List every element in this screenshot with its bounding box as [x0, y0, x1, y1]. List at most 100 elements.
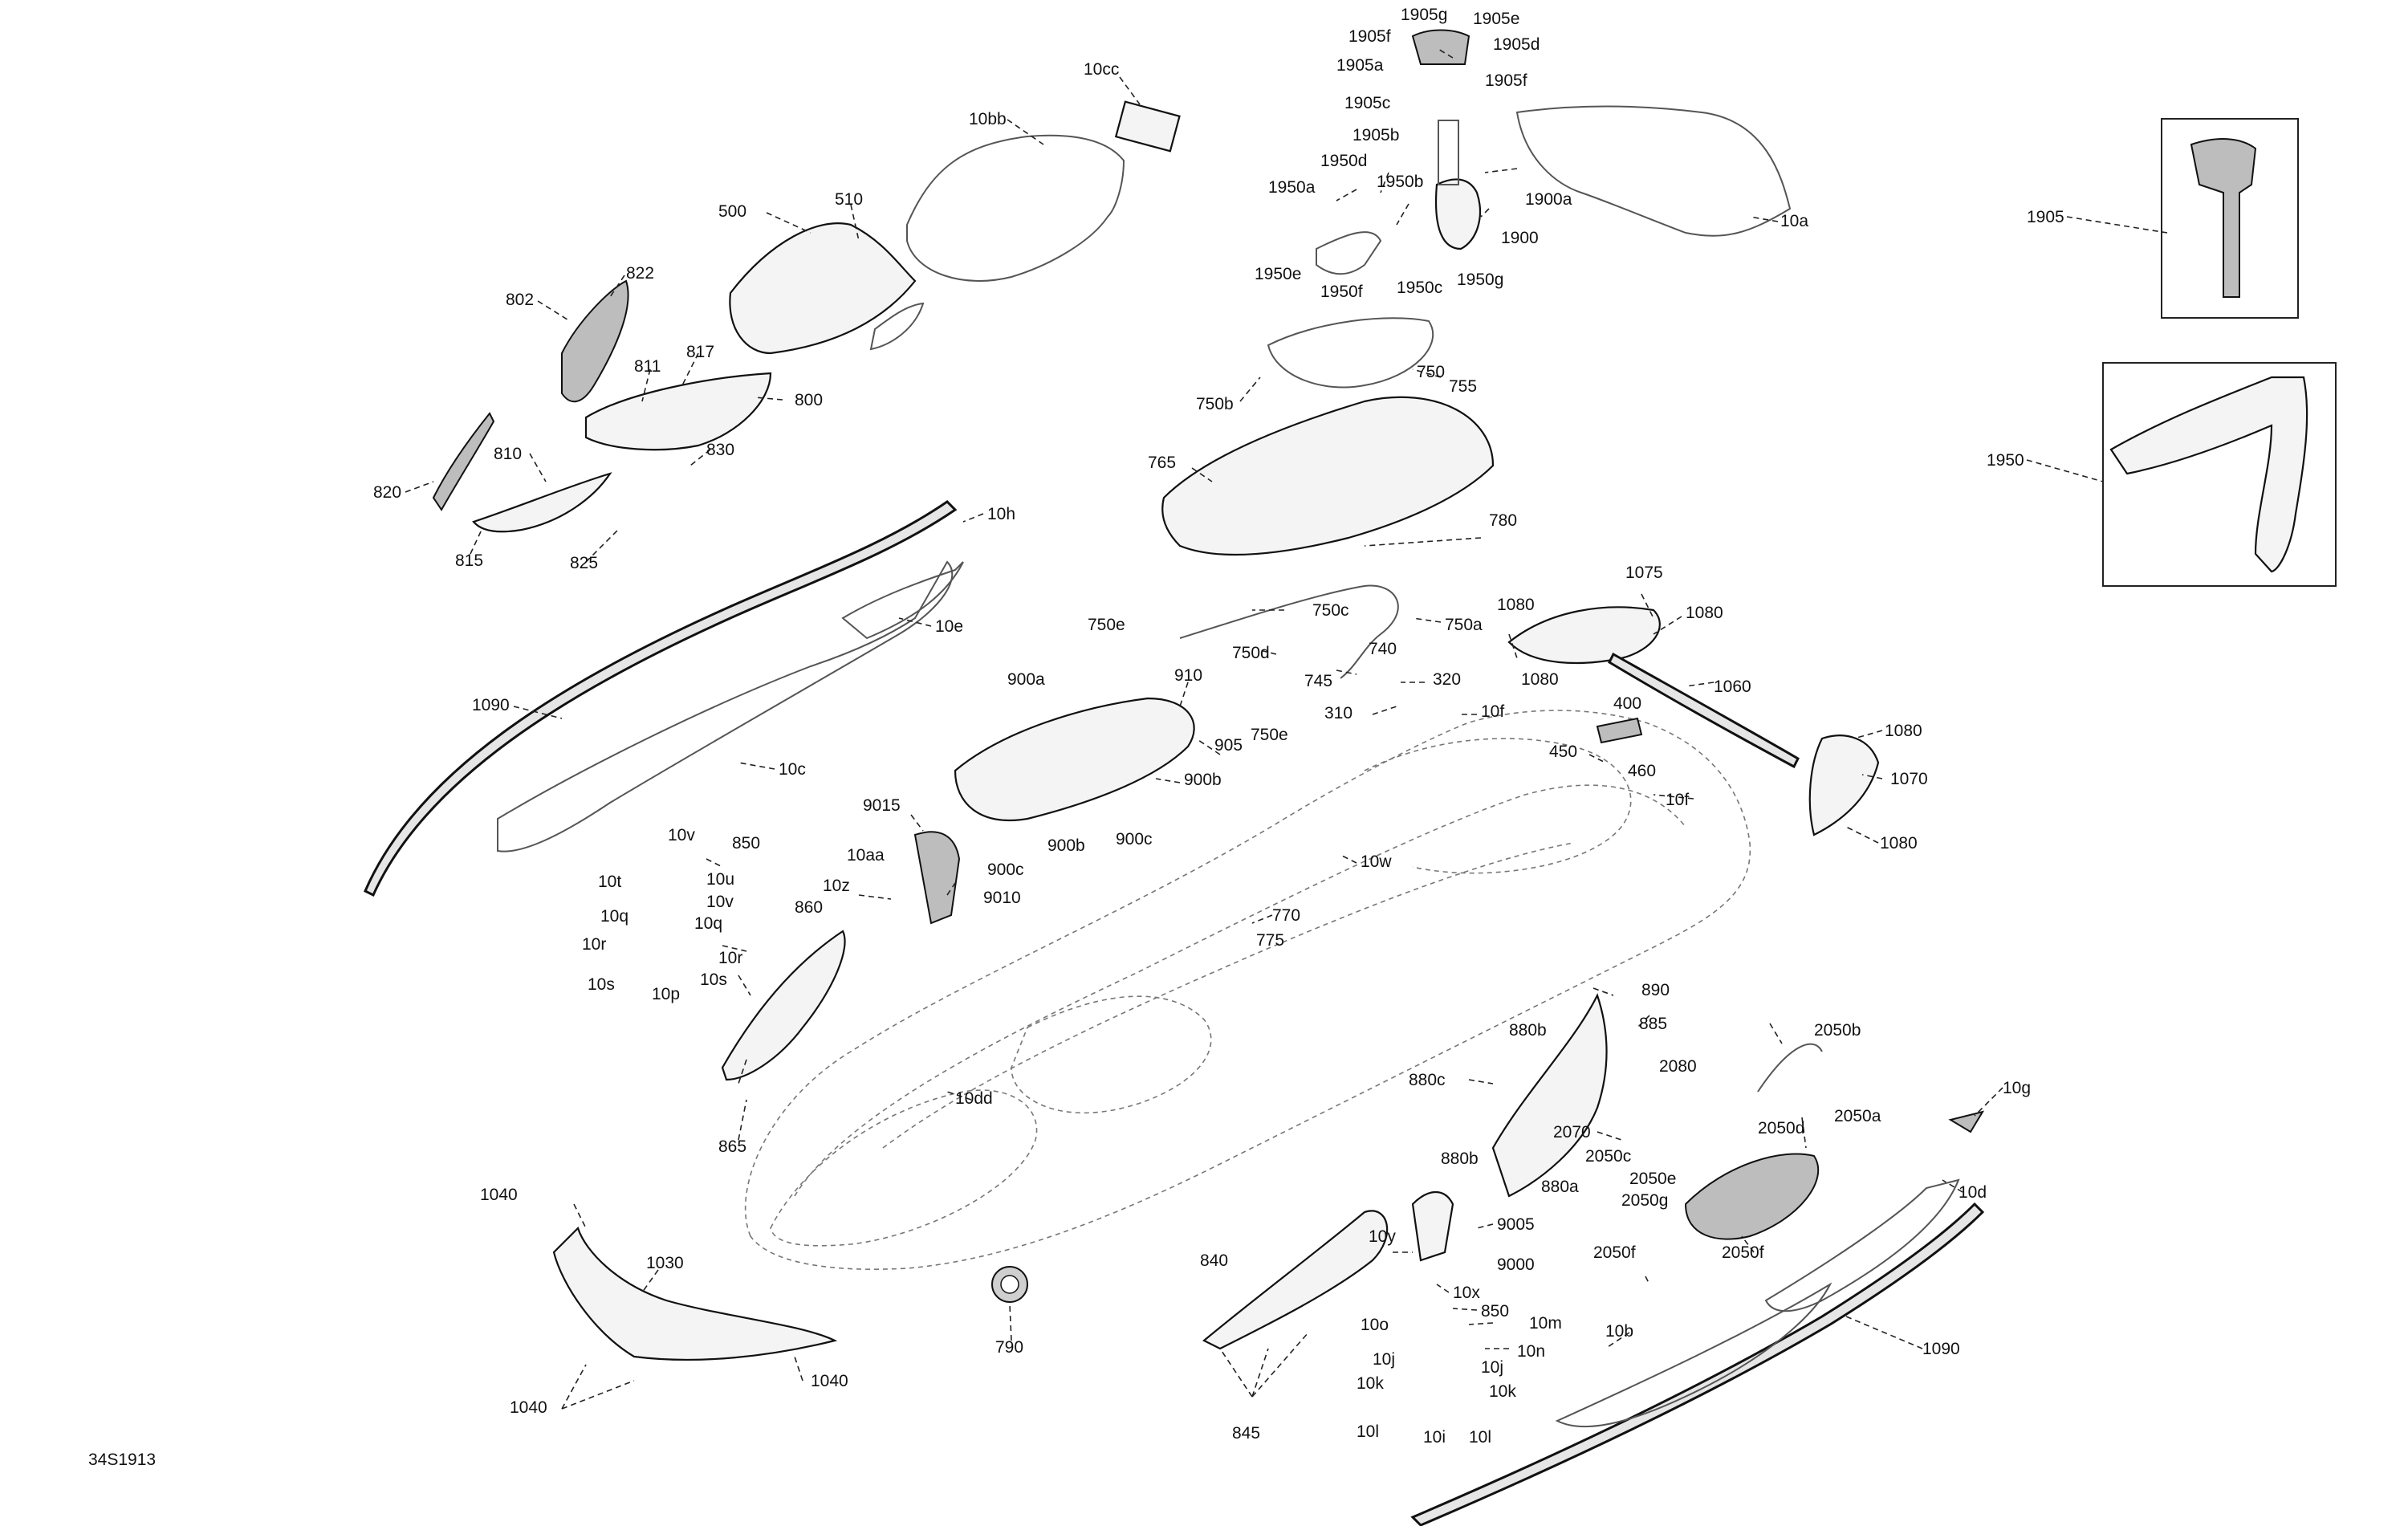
callout-850-b: 850: [1481, 1302, 1509, 1320]
callout-750c: 750c: [1312, 601, 1349, 620]
callout-2050b: 2050b: [1814, 1021, 1861, 1040]
callout-885: 885: [1639, 1015, 1667, 1033]
callout-1090-right: 1090: [1922, 1340, 1960, 1358]
callout-765: 765: [1148, 454, 1176, 472]
callout-10h: 10h: [987, 505, 1015, 523]
callout-880b-b: 880b: [1441, 1150, 1479, 1168]
callout-450: 450: [1549, 743, 1577, 761]
callout-900c-b: 900c: [987, 861, 1024, 879]
callout-1950b: 1950b: [1377, 173, 1423, 191]
callout-900c-a: 900c: [1116, 830, 1153, 848]
glovebox-900a: [954, 697, 1195, 821]
callout-2050d: 2050d: [1758, 1119, 1804, 1137]
speaker-2050a: [1684, 1153, 1820, 1240]
callout-1950e: 1950e: [1255, 265, 1301, 283]
corner-1070: [1808, 735, 1880, 836]
callout-750b: 750b: [1196, 395, 1234, 413]
callout-10c: 10c: [779, 760, 806, 779]
callout-2050g: 2050g: [1621, 1191, 1668, 1210]
callout-1905f-a: 1905f: [1348, 27, 1391, 46]
callout-10n: 10n: [1517, 1342, 1545, 1361]
callout-830: 830: [706, 441, 734, 459]
callout-2080: 2080: [1659, 1057, 1697, 1076]
light-housing-802: [561, 279, 629, 403]
callout-811: 811: [634, 357, 661, 376]
callout-320: 320: [1433, 670, 1461, 689]
callout-2050a: 2050a: [1834, 1107, 1881, 1125]
callout-10q-a: 10q: [600, 907, 628, 926]
callout-10j-b: 10j: [1481, 1358, 1503, 1377]
callout-750e-b: 750e: [1251, 726, 1288, 744]
callout-905: 905: [1214, 736, 1243, 755]
callout-10g: 10g: [2003, 1079, 2031, 1097]
callout-815: 815: [455, 551, 483, 570]
callout-10b: 10b: [1605, 1322, 1633, 1341]
callout-10i: 10i: [1423, 1428, 1446, 1447]
fuel-cap-790-inner: [1000, 1275, 1019, 1294]
callout-10t: 10t: [598, 873, 621, 891]
callout-400: 400: [1613, 694, 1641, 713]
steering-head-1905: [1411, 29, 1470, 65]
callout-10u: 10u: [706, 870, 734, 889]
callout-845: 845: [1232, 1424, 1260, 1443]
rear-grip-1075: [1507, 606, 1661, 665]
callout-750: 750: [1417, 363, 1445, 381]
callout-770: 770: [1272, 906, 1300, 925]
trim-815: [472, 472, 612, 533]
callout-750d: 750d: [1232, 644, 1270, 662]
side-panel-840: [1202, 1210, 1389, 1350]
callout-9010: 9010: [983, 889, 1021, 907]
callout-10l-b: 10l: [1469, 1428, 1491, 1447]
callout-1080-d: 1080: [1885, 722, 1922, 740]
callout-755: 755: [1449, 377, 1477, 396]
front-grille-500: [729, 222, 917, 355]
callout-10j-a: 10j: [1373, 1350, 1395, 1369]
drawing-number: 34S1913: [88, 1451, 156, 1469]
callout-750a: 750a: [1445, 616, 1483, 634]
callout-10k-a: 10k: [1357, 1374, 1384, 1393]
side-panel-860: [721, 930, 846, 1081]
callout-1080-b: 1080: [1686, 604, 1723, 622]
callout-10f-b: 10f: [1666, 791, 1689, 809]
callout-900b-b: 900b: [1047, 836, 1085, 855]
callout-10e: 10e: [935, 617, 963, 636]
callout-10z: 10z: [823, 877, 850, 895]
rail-1060: [1608, 652, 1800, 769]
callout-460: 460: [1628, 762, 1656, 780]
callout-10dd: 10dd: [955, 1089, 993, 1108]
callout-900b-a: 900b: [1184, 771, 1222, 789]
callout-750e-a: 750e: [1088, 616, 1125, 634]
storage-750: [1161, 396, 1495, 555]
callout-1905b: 1905b: [1352, 126, 1399, 144]
callout-2050e: 2050e: [1629, 1170, 1676, 1188]
callout-10s-b: 10s: [700, 971, 727, 989]
callout-880b-a: 880b: [1509, 1021, 1547, 1040]
callout-775: 775: [1256, 931, 1284, 950]
callout-1905-inset: 1905: [2027, 208, 2064, 226]
callout-800: 800: [795, 391, 823, 409]
callout-1040-a: 1040: [480, 1186, 518, 1204]
callout-825: 825: [570, 554, 598, 572]
callout-880c: 880c: [1409, 1071, 1446, 1089]
callout-10y: 10y: [1369, 1227, 1396, 1246]
callout-840: 840: [1200, 1251, 1228, 1270]
callout-2050f-b: 2050f: [1593, 1243, 1636, 1262]
callout-1090-left: 1090: [472, 696, 510, 714]
callout-880a: 880a: [1541, 1178, 1579, 1196]
callout-10v-a: 10v: [668, 826, 695, 844]
side-panel-880a: [1491, 993, 1608, 1198]
callout-1060: 1060: [1714, 678, 1751, 696]
front-panel-510: [869, 302, 925, 351]
callout-817: 817: [686, 343, 714, 361]
callout-2050f-a: 2050f: [1722, 1243, 1764, 1262]
callout-500: 500: [718, 202, 746, 221]
callout-1905e: 1905e: [1473, 10, 1519, 28]
callout-10bb: 10bb: [969, 110, 1007, 128]
callout-740: 740: [1369, 640, 1397, 658]
callout-10cc: 10cc: [1084, 60, 1119, 79]
bracket-9000: [1411, 1191, 1454, 1262]
callout-10v-b: 10v: [706, 893, 734, 911]
steering-column-1905b: [1438, 120, 1459, 185]
callout-1950c: 1950c: [1397, 279, 1442, 297]
